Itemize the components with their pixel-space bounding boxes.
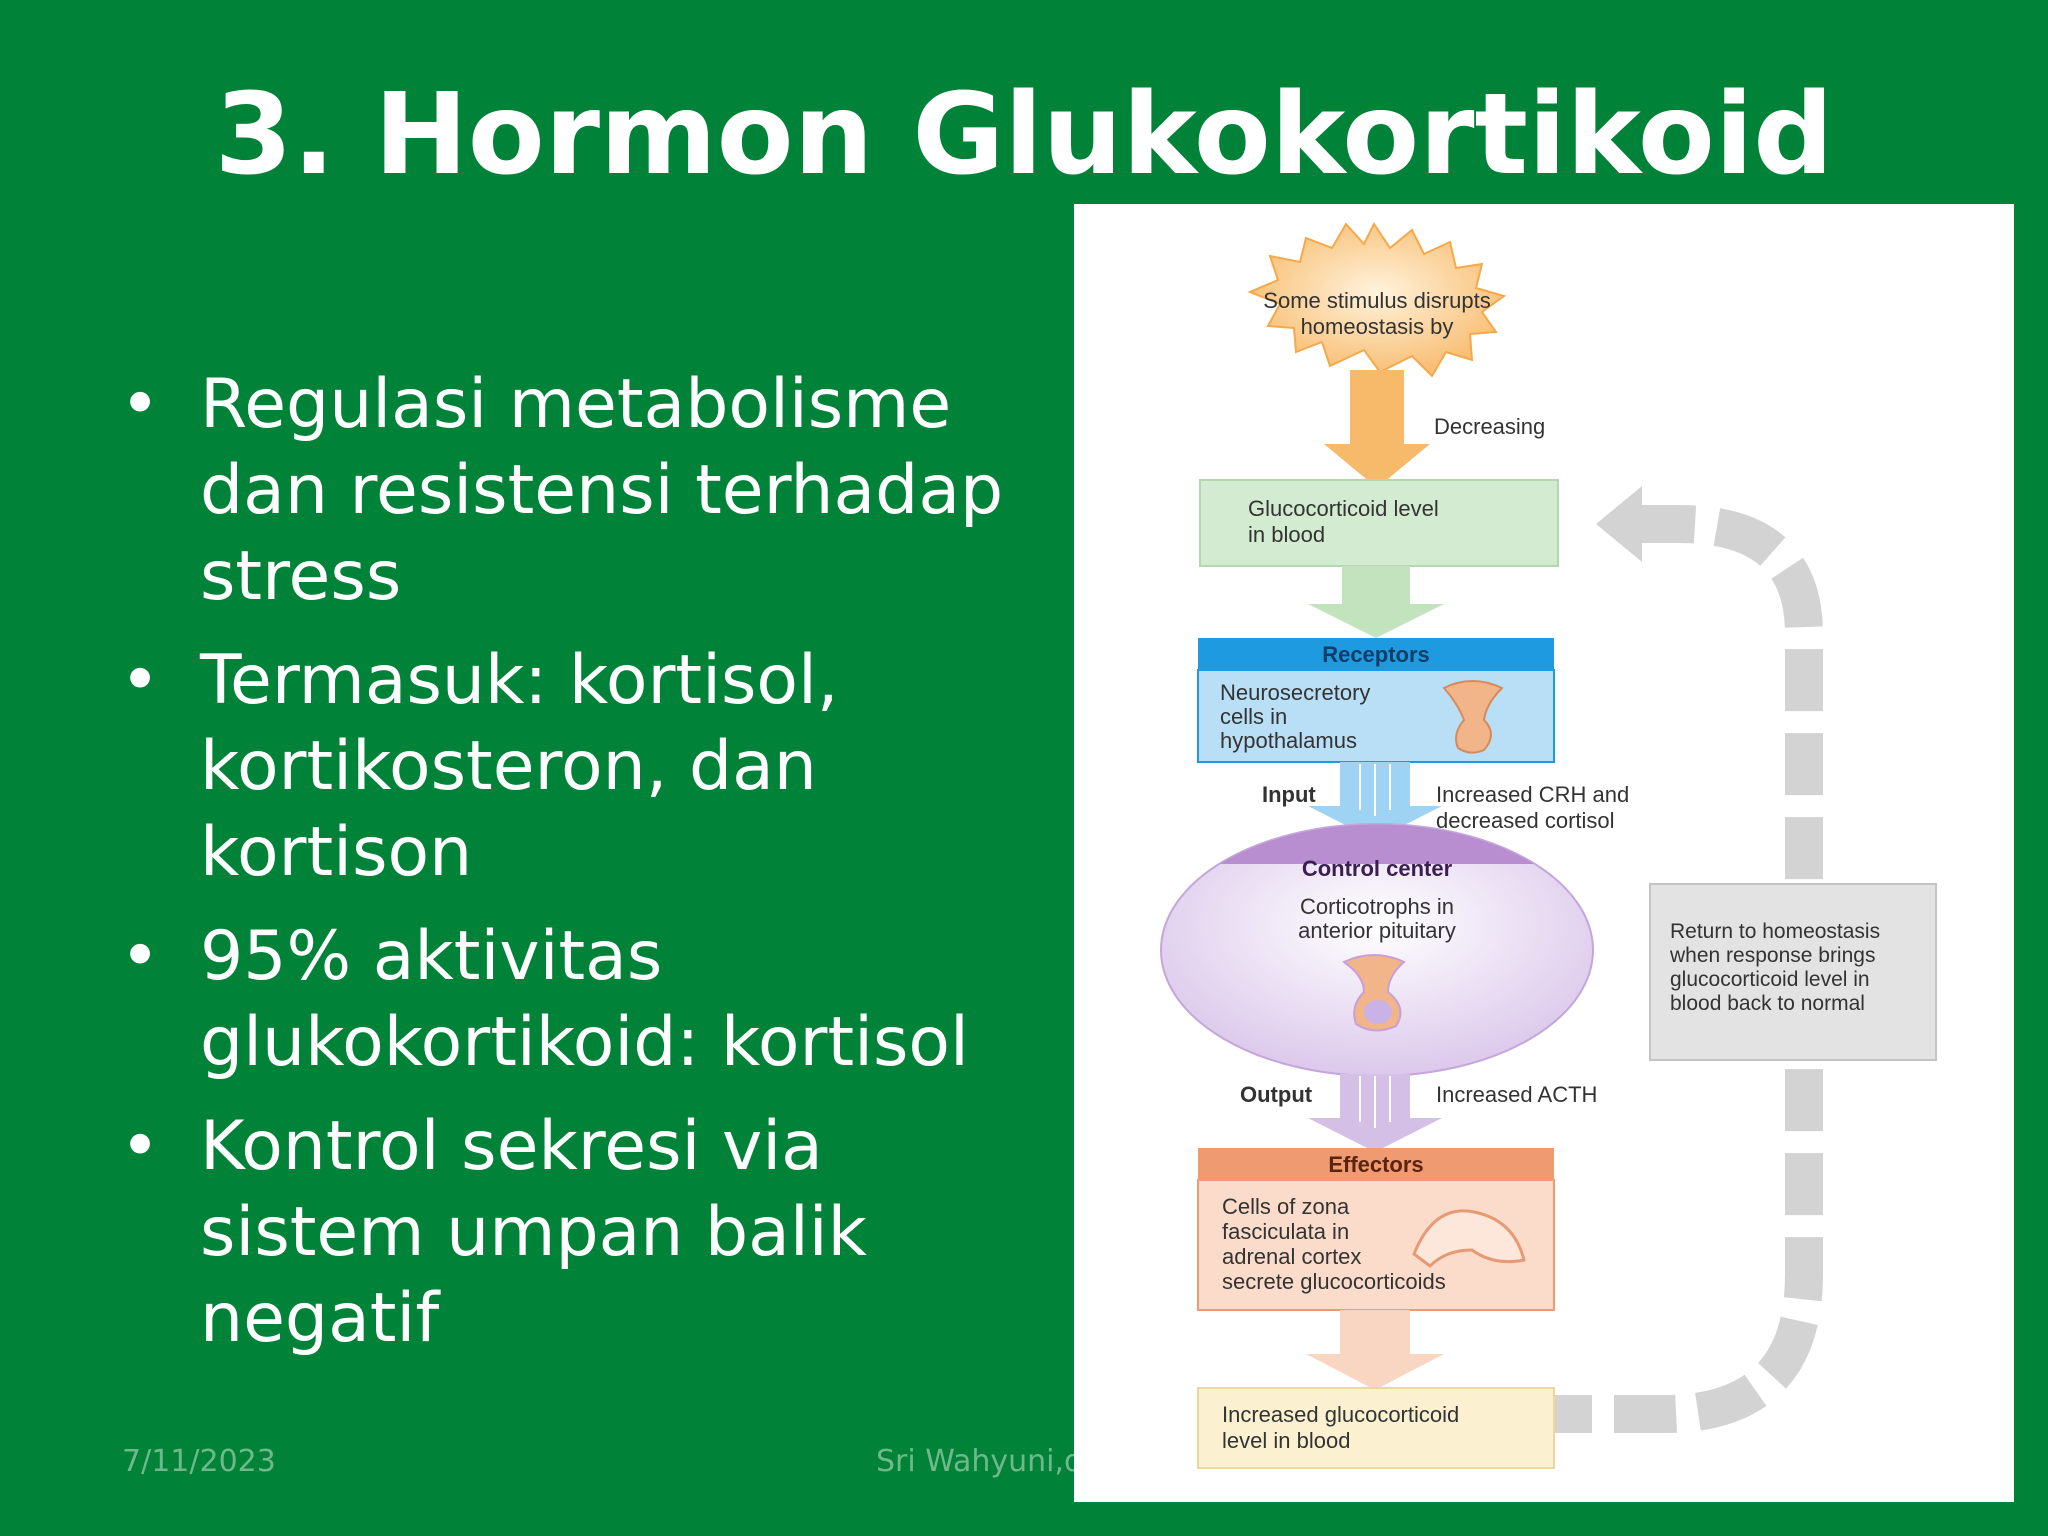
result-box-text: Increased glucocorticoid [1222,1402,1459,1427]
receptors-text: hypothalamus [1220,728,1357,753]
bullet-item: • Termasuk: kortisol, kortikosteron, dan… [118,638,1048,896]
bullet-text: Kontrol sekresi via sistem umpan balik n… [200,1107,867,1358]
receptors-header: Receptors [1322,642,1430,667]
receptors-text: cells in [1220,704,1287,729]
result-box-text: level in blood [1222,1428,1350,1453]
level-box-text: in blood [1248,522,1325,547]
effectors-text: Cells of zona [1222,1194,1350,1219]
effectors-box: Effectors Cells of zona fasciculata in a… [1197,1148,1555,1311]
receptors-box: Receptors Neurosecretory cells in hypoth… [1197,638,1555,763]
bullet-glyph: • [120,365,161,444]
effectors-text: secrete glucocorticoids [1222,1269,1446,1294]
bullet-glyph: • [120,917,161,996]
slide-title: 3. Hormon Glukokortikoid [214,70,1834,200]
bullet-item: • Regulasi metabolisme dan resistensi te… [118,362,1048,620]
bullet-text: Termasuk: kortisol, kortikosteron, dan k… [200,641,839,892]
decreasing-arrow [1324,370,1430,488]
input-label: Input [1262,782,1316,807]
control-center-text: Corticotrophs in [1300,894,1454,919]
bullet-text: 95% aktivitas glukokortikoid: kortisol [200,917,969,1082]
footer-author: Sri Wahyuni,dr [876,1444,1074,1479]
return-box-text: blood back to normal [1670,992,1865,1015]
return-box-text: glucocorticoid level in [1670,968,1870,991]
effectors-text: adrenal cortex [1222,1244,1361,1269]
glucocorticoid-level-box [1199,479,1559,567]
decreasing-label: Decreasing [1434,414,1545,439]
input-description: Increased CRH and [1436,782,1629,807]
footer-date: 7/11/2023 [122,1444,276,1479]
stimulus-text: homeostasis by [1301,314,1454,339]
level-to-receptors-arrow [1308,566,1444,638]
feedback-loop-arrow [1530,486,1823,1433]
output-label: Output [1240,1082,1313,1107]
bullet-list: • Regulasi metabolisme dan resistensi te… [118,362,1048,1380]
bullet-item: • Kontrol sekresi via sistem umpan balik… [118,1104,1048,1362]
return-box-text: Return to homeostasis [1670,920,1880,943]
bullet-glyph: • [120,1107,161,1186]
effectors-header: Effectors [1328,1152,1423,1177]
adrenal-gland-icon [1412,1209,1526,1268]
control-center-header: Control center [1302,856,1453,881]
hypothalamus-icon [1442,680,1504,754]
bullet-glyph: • [120,641,161,720]
effectors-to-result-arrow [1306,1310,1444,1390]
effectors-text: fasciculata in [1222,1219,1349,1244]
control-center-text: anterior pituitary [1298,918,1456,943]
control-center: Control center Corticotrophs in anterior… [1160,823,1594,1077]
increased-glucocorticoid-box [1197,1387,1555,1469]
feedback-diagram: Some stimulus disrupts homeostasis by De… [1074,204,2014,1502]
level-box-text: Glucocorticoid level [1248,496,1439,521]
output-description: Increased ACTH [1436,1082,1597,1107]
return-to-homeostasis-box [1649,883,1937,1061]
stimulus-text: Some stimulus disrupts [1263,288,1490,313]
receptors-text: Neurosecretory [1220,680,1370,705]
input-description: decreased cortisol [1436,808,1615,833]
bullet-text: Regulasi metabolisme dan resistensi terh… [200,365,1004,616]
return-box-text: when response brings [1669,944,1875,967]
bullet-item: • 95% aktivitas glukokortikoid: kortisol [118,914,1048,1086]
